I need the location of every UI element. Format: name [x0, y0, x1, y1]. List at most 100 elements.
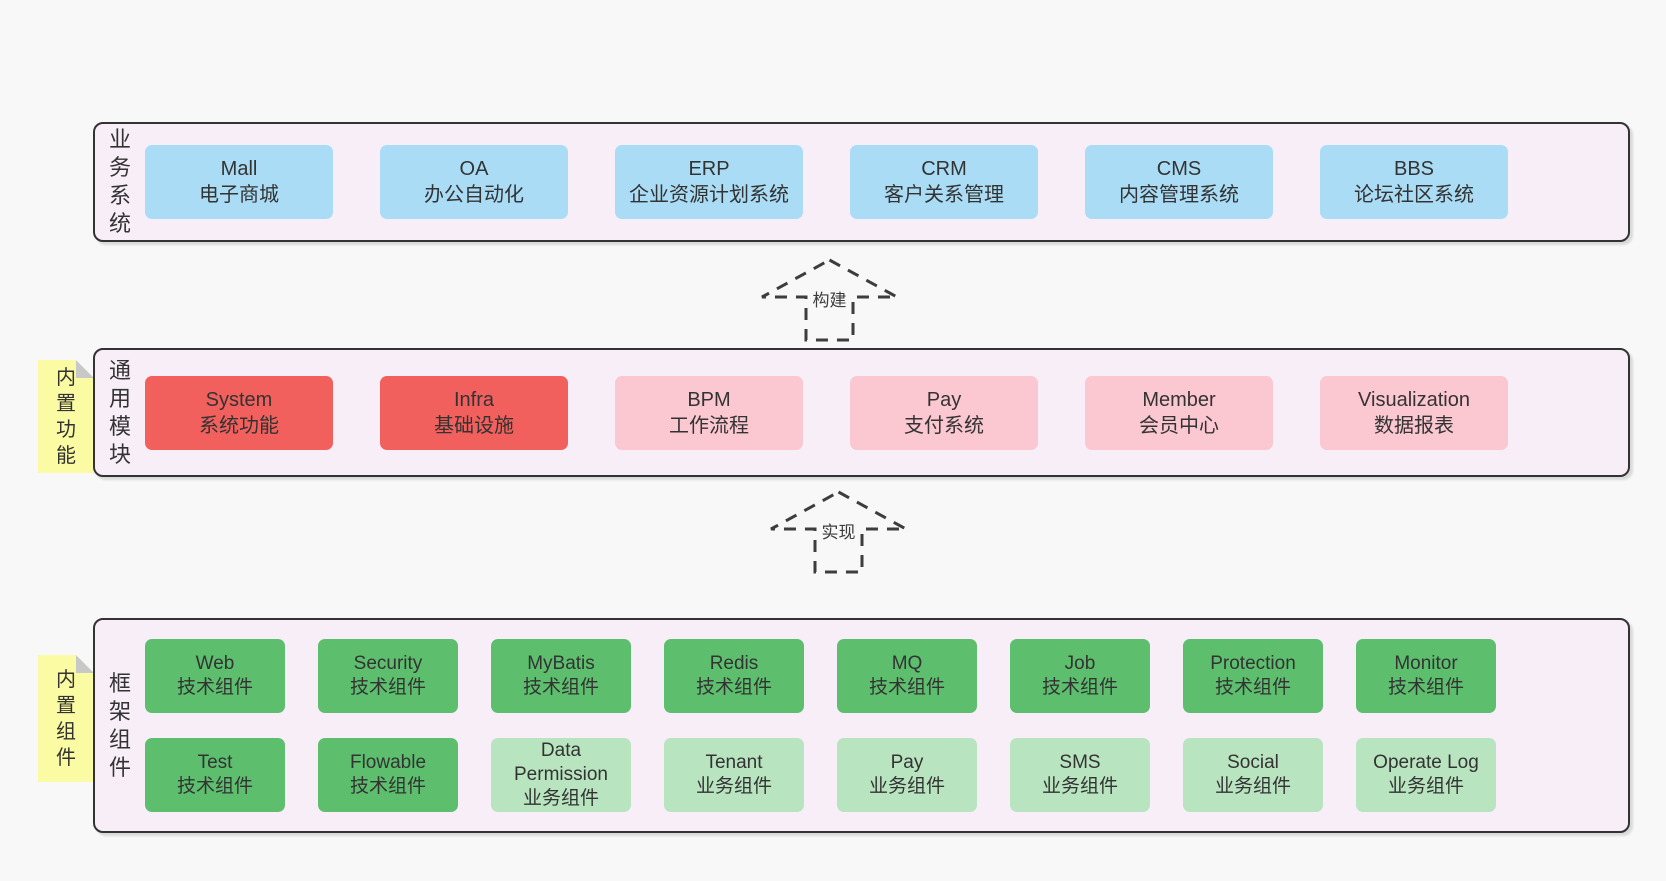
box-title: Tenant: [705, 752, 763, 773]
box-subtitle: 系统功能: [199, 414, 279, 437]
box-subtitle: 论坛社区系统: [1354, 184, 1474, 206]
box-oa: OA 办公自动化: [380, 145, 568, 219]
arrow-build: 构建: [757, 256, 902, 344]
box-cms: CMS 内容管理系统: [1085, 145, 1273, 219]
box-title: CRM: [921, 158, 967, 180]
box-title: Member: [1142, 388, 1216, 411]
box-subtitle: 业务组件: [1041, 776, 1118, 797]
box-bbs: BBS 论坛社区系统: [1320, 145, 1508, 219]
arrow-label: 构建: [808, 286, 851, 311]
box-infra: Infra 基础设施: [380, 375, 568, 450]
box-mall: Mall 电子商城: [145, 145, 333, 219]
layer-framework-components: 框架组件 Web 技术组件 Security 技术组件 MyBatis 技术组件…: [93, 618, 1630, 833]
box-erp: ERP 企业资源计划系统: [615, 145, 803, 219]
layer-rows: Mall 电子商城 OA 办公自动化 ERP 企业资源计划系统 CRM 客户关系…: [145, 145, 1508, 219]
layer-label: 通用模块: [108, 357, 131, 467]
layer-rows: System 系统功能 Infra 基础设施 BPM 工作流程 Pay 支付系统…: [145, 375, 1508, 450]
box-title: Operate Log: [1373, 752, 1479, 773]
layer-business-systems: 业务系统 Mall 电子商城 OA 办公自动化 ERP 企业资源计划系统 CRM…: [93, 122, 1630, 242]
box-pay-component: Pay 业务组件: [837, 738, 977, 812]
box-subtitle: 业务组件: [868, 776, 945, 797]
box-redis: Redis 技术组件: [664, 639, 804, 713]
box-subtitle: 技术组件: [176, 677, 253, 698]
box-title: BBS: [1393, 158, 1435, 180]
box-subtitle: 会员中心: [1139, 414, 1219, 437]
box-title: Visualization: [1358, 388, 1470, 411]
box-tenant: Tenant 业务组件: [664, 738, 804, 812]
arrow-implement: 实现: [766, 488, 911, 576]
layer-rows: Web 技术组件 Security 技术组件 MyBatis 技术组件 Redi…: [145, 639, 1496, 812]
box-subtitle: 业务组件: [695, 776, 772, 797]
box-row: Mall 电子商城 OA 办公自动化 ERP 企业资源计划系统 CRM 客户关系…: [145, 145, 1508, 219]
layer-label: 框架组件: [108, 670, 131, 780]
box-monitor: Monitor 技术组件: [1356, 639, 1496, 713]
box-subtitle: 技术组件: [522, 677, 599, 698]
box-subtitle: 业务组件: [1387, 776, 1464, 797]
box-title: System: [205, 388, 273, 411]
box-title: SMS: [1059, 752, 1101, 773]
box-subtitle: 基础设施: [434, 414, 514, 437]
box-web: Web 技术组件: [145, 639, 285, 713]
box-row: System 系统功能 Infra 基础设施 BPM 工作流程 Pay 支付系统…: [145, 375, 1508, 450]
box-protection: Protection 技术组件: [1183, 639, 1323, 713]
box-row: Web 技术组件 Security 技术组件 MyBatis 技术组件 Redi…: [145, 639, 1496, 713]
box-title: Infra: [453, 388, 495, 411]
box-subtitle: 内容管理系统: [1119, 184, 1239, 206]
box-mq: MQ 技术组件: [837, 639, 977, 713]
box-flowable: Flowable 技术组件: [318, 738, 458, 812]
box-title: Web: [195, 653, 235, 674]
box-subtitle: 技术组件: [176, 776, 253, 797]
box-bpm: BPM 工作流程: [615, 375, 803, 450]
box-test: Test 技术组件: [145, 738, 285, 812]
box-subtitle: 客户关系管理: [884, 184, 1004, 206]
box-member: Member 会员中心: [1085, 375, 1273, 450]
box-title: Mall: [220, 158, 258, 180]
box-title: BPM: [687, 388, 731, 411]
box-subtitle: 技术组件: [695, 677, 772, 698]
box-subtitle: 电子商城: [199, 184, 279, 206]
box-row: Test 技术组件 Flowable 技术组件 Data Permission …: [145, 738, 1496, 812]
box-visualization: Visualization 数据报表: [1320, 375, 1508, 450]
box-sms: SMS 业务组件: [1010, 738, 1150, 812]
box-subtitle: 技术组件: [349, 677, 426, 698]
box-title: Security: [353, 653, 423, 674]
box-mybatis: MyBatis 技术组件: [491, 639, 631, 713]
box-operate-log: Operate Log 业务组件: [1356, 738, 1496, 812]
sticky-note-built-in-functions: 内置功能: [38, 360, 94, 473]
box-title: Pay: [926, 388, 962, 411]
box-subtitle: 企业资源计划系统: [629, 184, 789, 206]
box-subtitle: 办公自动化: [424, 184, 524, 206]
box-system: System 系统功能: [145, 375, 333, 450]
box-subtitle: 技术组件: [349, 776, 426, 797]
layer-label: 业务系统: [108, 127, 131, 236]
box-subtitle: 技术组件: [1387, 677, 1464, 698]
box-title: Flowable: [349, 752, 427, 773]
box-subtitle: 技术组件: [1041, 677, 1118, 698]
note-label: 内置功能: [56, 366, 76, 467]
box-subtitle: 业务组件: [1214, 776, 1291, 797]
box-title: Redis: [709, 653, 759, 674]
box-data-permission: Data Permission 业务组件: [491, 738, 631, 812]
box-title: OA: [459, 158, 489, 180]
box-title: Job: [1064, 653, 1096, 674]
sticky-note-built-in-components: 内置组件: [38, 655, 94, 782]
box-title: Protection: [1210, 653, 1296, 674]
box-crm: CRM 客户关系管理: [850, 145, 1038, 219]
note-label: 内置组件: [56, 668, 76, 769]
layer-common-modules: 通用模块 System 系统功能 Infra 基础设施 BPM 工作流程 Pay…: [93, 348, 1630, 477]
box-social: Social 业务组件: [1183, 738, 1323, 812]
box-title: ERP: [688, 158, 730, 180]
box-title: MQ: [891, 653, 923, 674]
box-subtitle: 支付系统: [904, 414, 984, 437]
box-title: Monitor: [1394, 653, 1458, 674]
box-subtitle: 工作流程: [669, 414, 749, 437]
box-job: Job 技术组件: [1010, 639, 1150, 713]
box-subtitle: 业务组件: [522, 788, 599, 809]
box-title: Test: [197, 752, 233, 773]
box-title: Data Permission: [514, 740, 608, 785]
box-subtitle: 技术组件: [1214, 677, 1291, 698]
box-subtitle: 技术组件: [868, 677, 945, 698]
box-subtitle: 数据报表: [1374, 414, 1454, 437]
box-security: Security 技术组件: [318, 639, 458, 713]
